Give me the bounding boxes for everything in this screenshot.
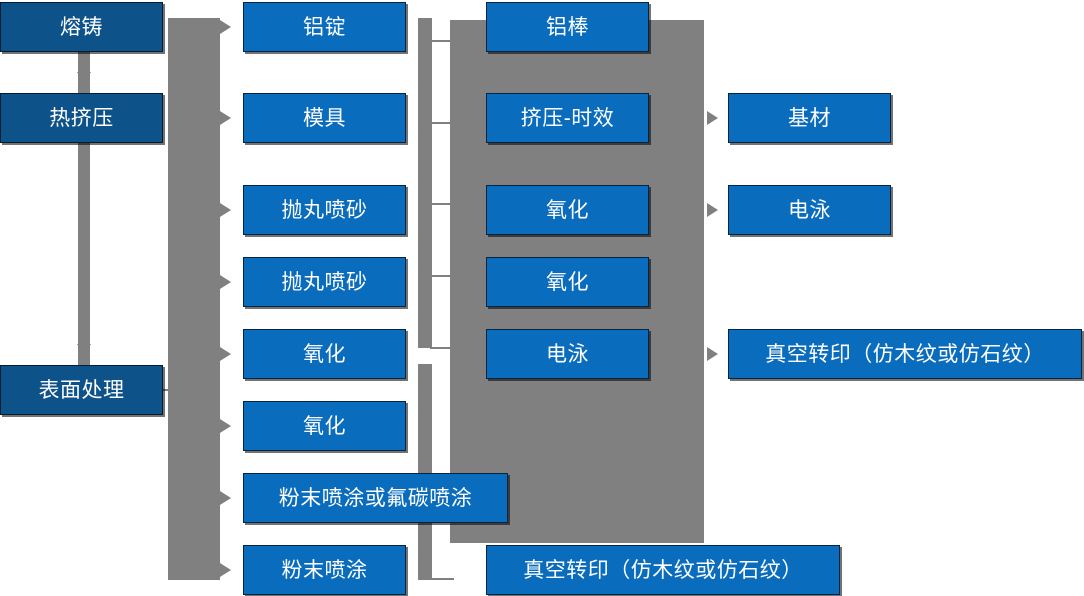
bus-tie	[430, 347, 454, 349]
col3-extrusion-aging[interactable]: 挤压-时效	[486, 93, 649, 143]
col3-oxidation-2-label: 氧化	[546, 270, 589, 294]
col4-vacuum-transfer[interactable]: 真空转印（仿木纹或仿石纹）	[728, 329, 1082, 379]
stage-surface-treatment-label: 表面处理	[38, 378, 125, 402]
col2-powder-or-fluorocarbon-spray[interactable]: 粉末喷涂或氟碳喷涂	[243, 473, 508, 523]
col2-powder-spray-label: 粉末喷涂	[281, 558, 368, 582]
col4-electrophoresis-label: 电泳	[788, 198, 831, 222]
col2-shot-blasting-1[interactable]: 抛丸喷砂	[243, 185, 406, 235]
stage-melt-cast[interactable]: 熔铸	[0, 2, 163, 52]
arrow-right-icon	[220, 347, 231, 361]
col3-electrophoresis[interactable]: 电泳	[486, 329, 649, 379]
bus-tie	[430, 275, 454, 277]
col3-oxidation-1[interactable]: 氧化	[486, 185, 649, 235]
arrow-right-icon	[707, 111, 718, 125]
arrow-down-icon	[77, 72, 91, 83]
stage-hot-extrusion-label: 热挤压	[49, 106, 114, 130]
col3-aluminum-bar-label: 铝棒	[546, 15, 589, 39]
bus-tie	[430, 203, 454, 205]
col3-oxidation-2[interactable]: 氧化	[486, 257, 649, 307]
arrow-right-icon	[220, 275, 231, 289]
col3-aluminum-bar[interactable]: 铝棒	[486, 2, 649, 52]
arrow-right-icon	[220, 111, 231, 125]
col3-vacuum-transfer[interactable]: 真空转印（仿木纹或仿石纹）	[486, 545, 840, 595]
col3-electrophoresis-label: 电泳	[546, 342, 589, 366]
col3-extrusion-aging-label: 挤压-时效	[520, 106, 615, 130]
column2-to-column3-bus-upper	[418, 18, 432, 348]
stage-melt-cast-label: 熔铸	[60, 15, 103, 39]
col4-base-material[interactable]: 基材	[728, 93, 891, 143]
arrow-right-icon	[707, 347, 718, 361]
fanout-bus-column2	[168, 18, 220, 580]
col2-shot-blasting-2-label: 抛丸喷砂	[281, 270, 368, 294]
col2-mold[interactable]: 模具	[243, 93, 406, 143]
col2-oxidation-1[interactable]: 氧化	[243, 329, 406, 379]
arrow-right-icon	[220, 203, 231, 217]
stage-surface-treatment[interactable]: 表面处理	[0, 365, 163, 415]
col2-powder-spray[interactable]: 粉末喷涂	[243, 545, 406, 595]
col2-powder-or-fluorocarbon-spray-label: 粉末喷涂或氟碳喷涂	[278, 486, 473, 510]
arrow-right-icon	[220, 419, 231, 433]
bus-tie	[430, 40, 454, 42]
col2-oxidation-1-label: 氧化	[303, 342, 346, 366]
col4-base-material-label: 基材	[788, 106, 831, 130]
surface-treatment-link	[163, 389, 183, 391]
arrow-right-icon	[220, 491, 231, 505]
col2-oxidation-2[interactable]: 氧化	[243, 401, 406, 451]
col3-oxidation-1-label: 氧化	[546, 198, 589, 222]
col2-shot-blasting-1-label: 抛丸喷砂	[281, 198, 368, 222]
column2-to-column3-bus-lower	[418, 364, 432, 580]
bus-tie	[430, 122, 454, 124]
bus-tie	[430, 578, 454, 580]
col2-mold-label: 模具	[303, 106, 346, 130]
col2-aluminum-ingot-label: 铝锭	[303, 15, 346, 39]
col2-aluminum-ingot[interactable]: 铝锭	[243, 2, 406, 52]
col2-oxidation-2-label: 氧化	[303, 414, 346, 438]
col4-electrophoresis[interactable]: 电泳	[728, 185, 891, 235]
stage-hot-extrusion[interactable]: 热挤压	[0, 93, 163, 143]
arrow-right-icon	[707, 203, 718, 217]
arrow-right-icon	[220, 563, 231, 577]
col4-vacuum-transfer-label: 真空转印（仿木纹或仿石纹）	[765, 342, 1045, 366]
col2-shot-blasting-2[interactable]: 抛丸喷砂	[243, 257, 406, 307]
arrow-down-icon	[77, 344, 91, 355]
arrow-right-icon	[220, 20, 231, 34]
col3-vacuum-transfer-label: 真空转印（仿木纹或仿石纹）	[523, 558, 803, 582]
